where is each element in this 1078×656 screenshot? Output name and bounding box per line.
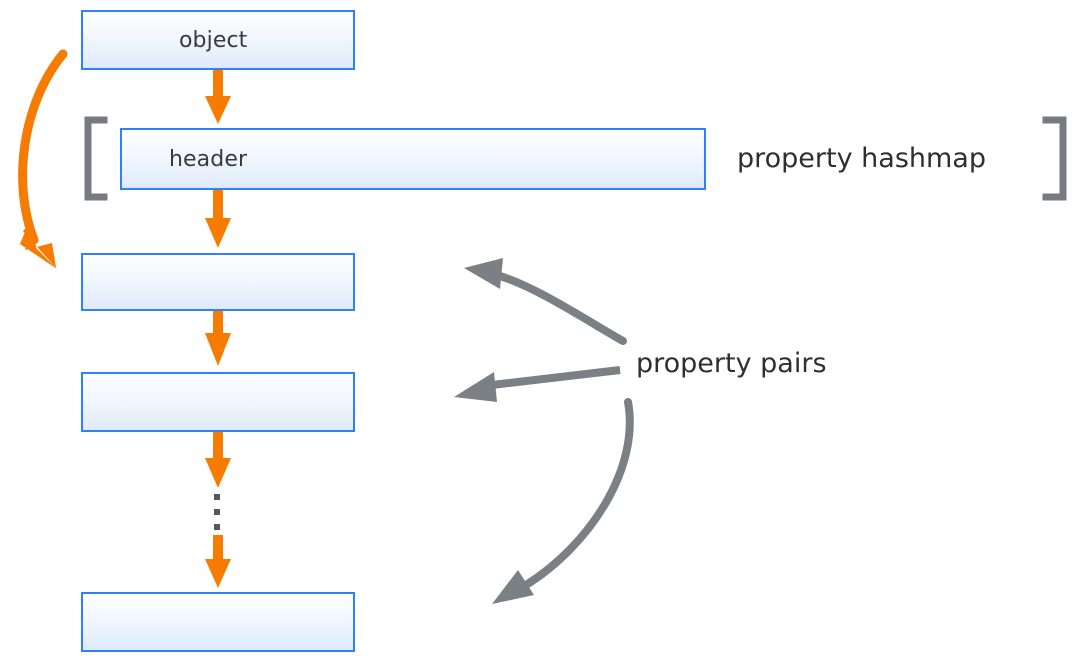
label-property-pairs: property pairs — [636, 348, 827, 379]
node-property-pair-1[interactable] — [81, 253, 355, 311]
node-object-label: object — [179, 27, 248, 53]
vertical-ellipsis-dots — [214, 494, 220, 530]
arrow-object-to-header — [205, 70, 231, 124]
arrow-pair1-to-pair2 — [205, 311, 231, 366]
curved-arrow-object-to-pair1 — [18, 49, 68, 269]
node-header-box[interactable]: header — [120, 128, 706, 190]
node-property-pair-3[interactable] — [81, 592, 355, 652]
callout-arrow-to-pair1 — [464, 258, 627, 345]
arrow-header-to-pair1 — [205, 190, 231, 248]
node-object-box[interactable]: object — [81, 10, 355, 70]
arrow-pair2-to-ellipsis — [205, 432, 231, 488]
callout-arrow-to-pair3 — [492, 398, 634, 604]
callout-arrow-to-pair2 — [454, 366, 621, 402]
bracket-left — [84, 116, 108, 201]
arrow-ellipsis-to-pair3 — [205, 535, 231, 588]
label-property-hashmap: property hashmap — [737, 143, 986, 174]
bracket-right — [1042, 116, 1067, 201]
node-header-label: header — [169, 146, 248, 172]
node-property-pair-2[interactable] — [81, 372, 355, 432]
